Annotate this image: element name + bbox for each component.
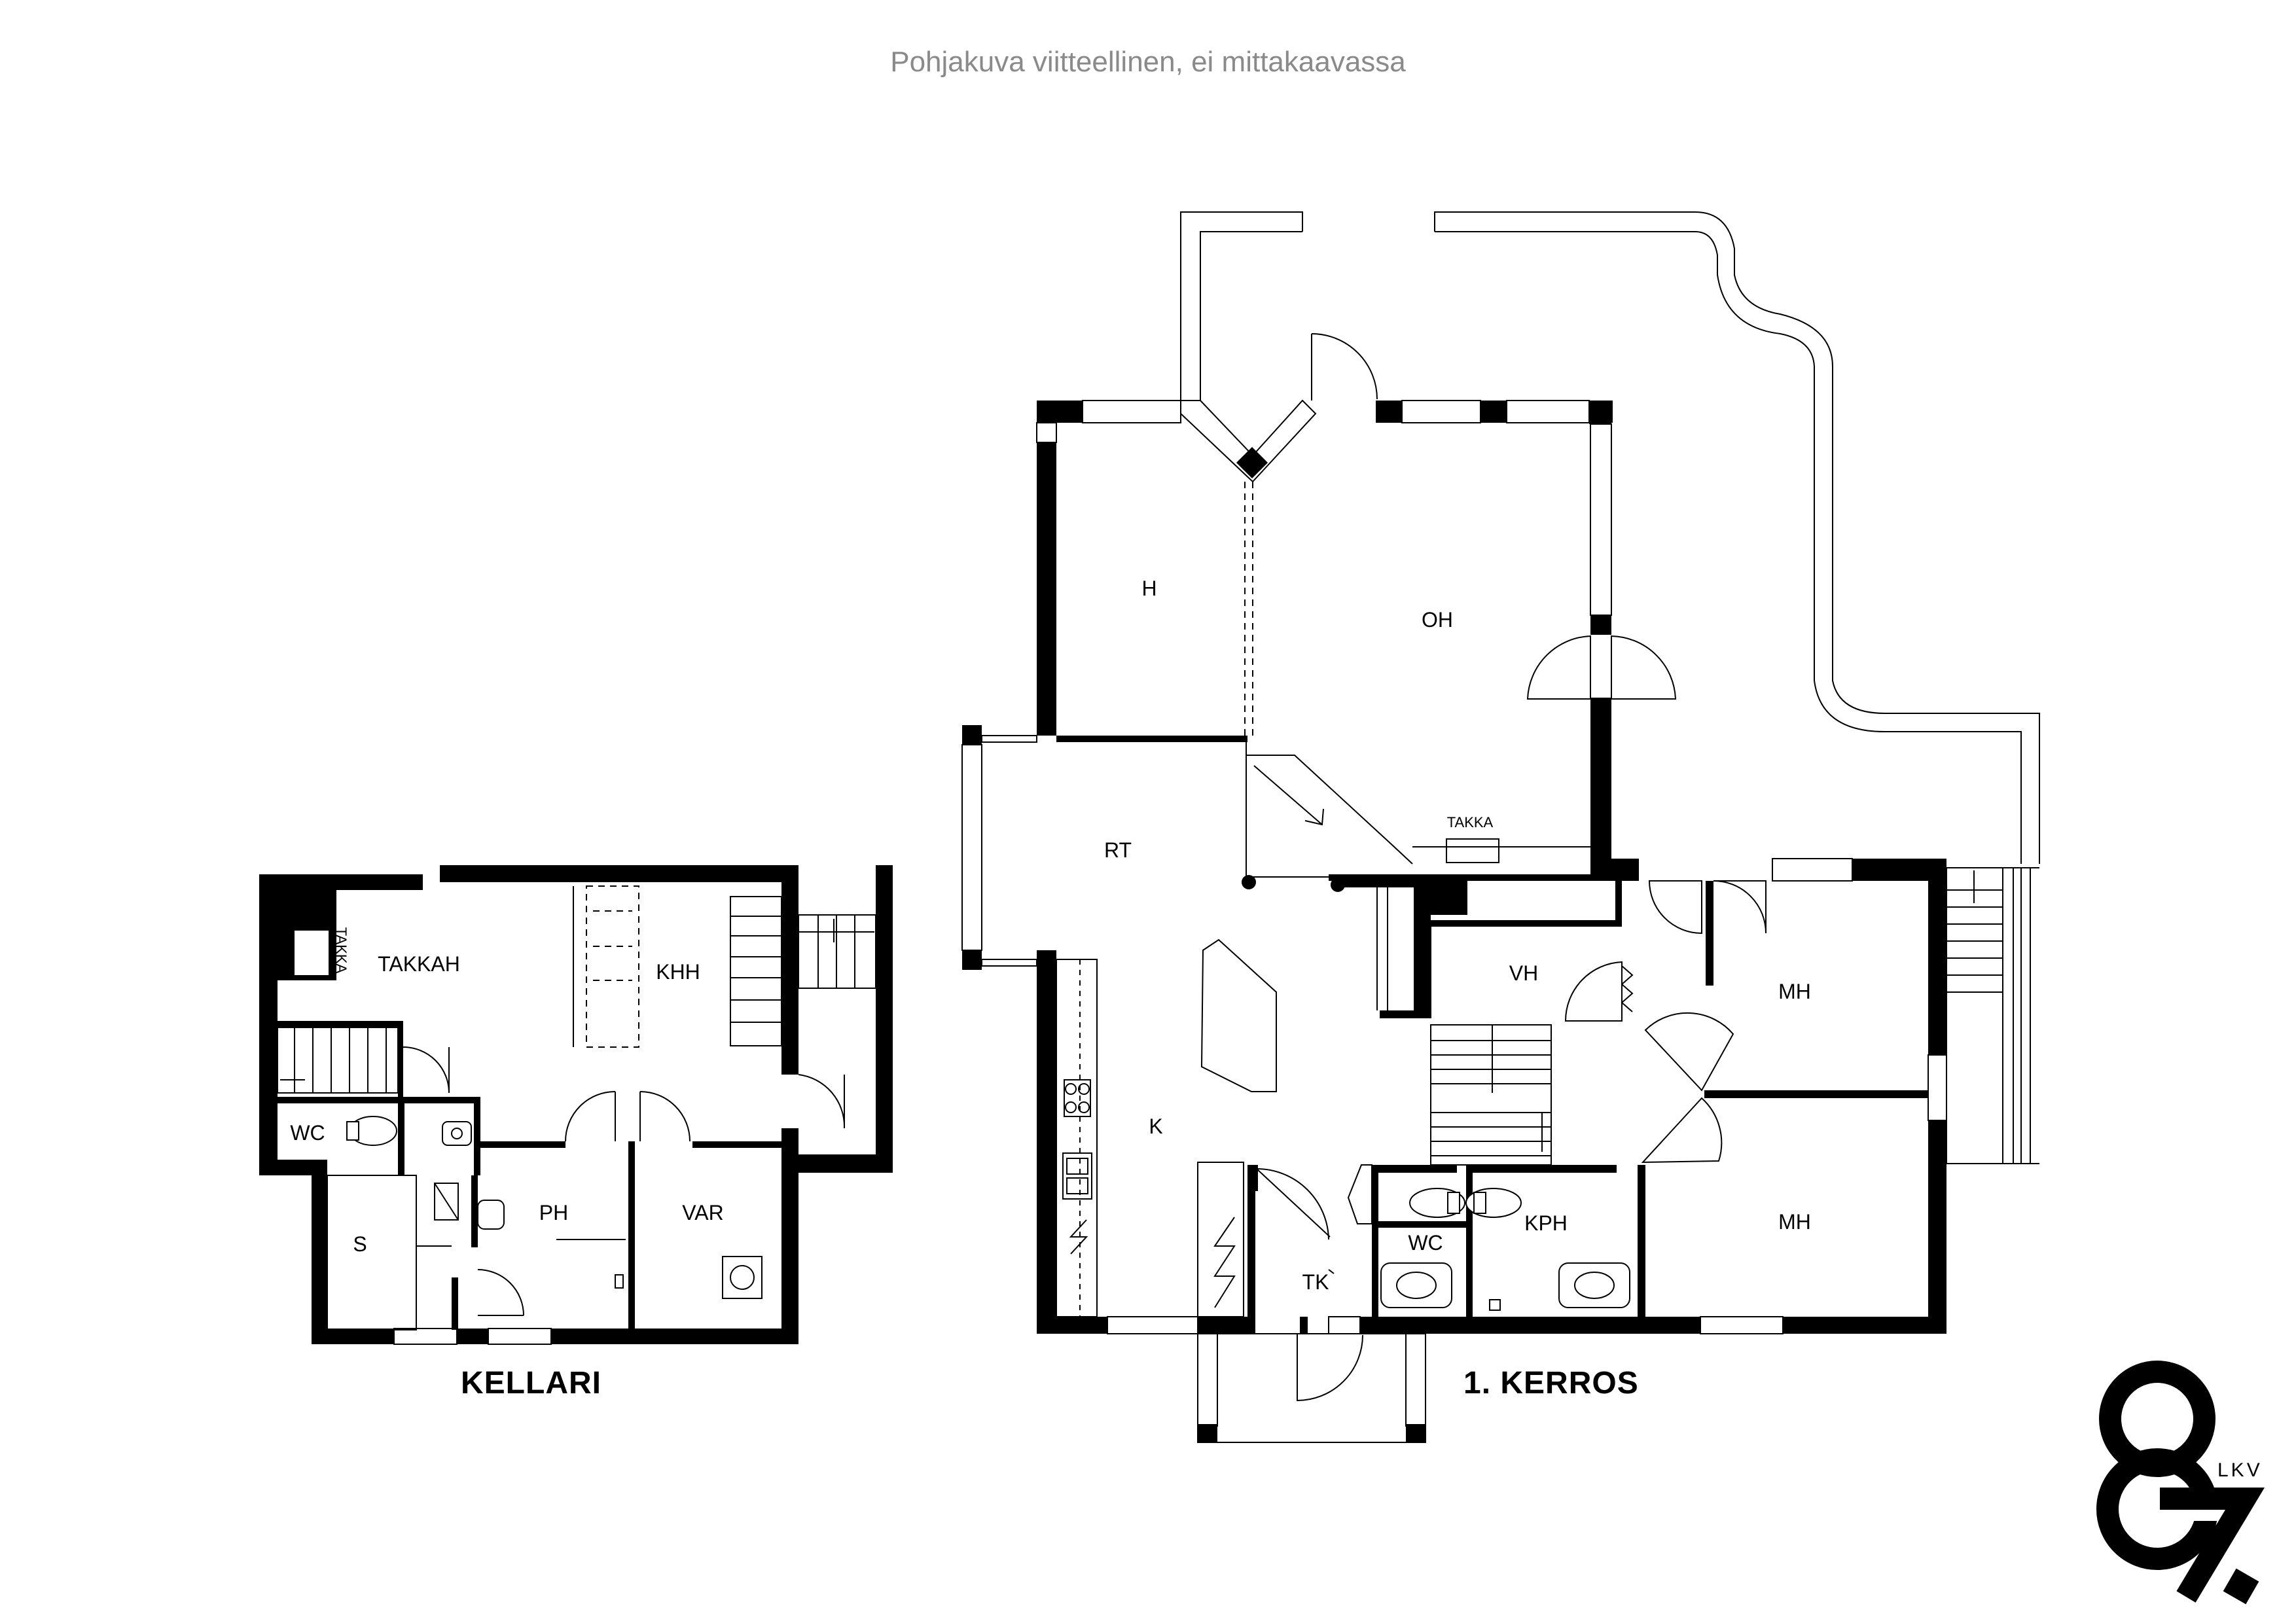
wall <box>312 1175 327 1344</box>
wall <box>1037 1317 1107 1334</box>
kitchen-island <box>1200 938 1277 1092</box>
room-label-takka-first: TAKKA <box>1447 814 1494 830</box>
wall <box>781 1154 893 1173</box>
wall <box>1590 698 1611 881</box>
first-floor-plan: H OH RT TAKKA K VH MH MH WC KPH TK <box>961 211 2040 1443</box>
wall <box>781 1154 798 1344</box>
wall <box>1783 1317 1946 1334</box>
wall <box>1255 1165 1258 1191</box>
room-label-takka: TAKKA <box>333 927 350 974</box>
room-label-oh: OH <box>1422 608 1453 632</box>
wall <box>474 1097 480 1175</box>
wall <box>1037 401 1083 423</box>
wall <box>1590 615 1611 635</box>
stairs <box>730 896 782 1046</box>
room-label-kph: KPH <box>1524 1211 1568 1235</box>
room-label-wc-first: WC <box>1408 1231 1443 1255</box>
window <box>488 1328 552 1345</box>
wall <box>1466 1165 1473 1317</box>
wall <box>1056 736 1247 742</box>
wall <box>440 865 797 882</box>
shower <box>327 1175 417 1330</box>
wall <box>259 874 423 890</box>
floor-title-basement: KELLARI <box>461 1366 601 1400</box>
wall <box>398 1097 404 1175</box>
wall <box>471 1175 478 1247</box>
room-label-k: K <box>1149 1115 1162 1138</box>
bay-window <box>1180 399 1317 483</box>
room-label-mh-2: MH <box>1778 1210 1811 1234</box>
floor-title-first: 1. KERROS <box>1463 1366 1639 1400</box>
wall <box>259 1160 327 1175</box>
wall <box>1372 1221 1467 1228</box>
pantry <box>1197 1162 1244 1317</box>
window <box>393 1328 457 1345</box>
logo: LKV <box>2096 1361 2265 1605</box>
room-label-mh-1: MH <box>1778 980 1811 1003</box>
wall <box>1380 1010 1431 1018</box>
kitchen-counter <box>1056 959 1098 1317</box>
room-label-s: S <box>353 1232 367 1256</box>
wall <box>1247 1165 1255 1317</box>
wall <box>1589 401 1611 424</box>
toilet-tank <box>346 1121 359 1141</box>
fireplace-takka <box>1446 838 1499 863</box>
wall <box>1372 1165 1457 1173</box>
room-label-rt: RT <box>1104 838 1132 862</box>
room-label-ph: PH <box>539 1201 568 1224</box>
wall <box>278 1021 399 1027</box>
room-label-khh: KHH <box>656 960 700 984</box>
wall <box>259 874 278 1175</box>
wall <box>1414 881 1431 1018</box>
wall <box>480 1141 565 1148</box>
wall <box>1431 920 1621 927</box>
disclaimer-text: Pohjakuva viitteellinen, ei mittakaavass… <box>890 46 1406 78</box>
wall <box>1037 401 1056 736</box>
wall <box>1480 401 1507 423</box>
exterior-stairs <box>1946 867 2022 1164</box>
room-label-wc: WC <box>290 1121 325 1145</box>
room-label-h: H <box>1141 577 1157 600</box>
wall <box>962 950 982 970</box>
stairs <box>1430 1024 1552 1166</box>
wall <box>1706 881 1713 986</box>
wall <box>452 1277 458 1330</box>
wall <box>1037 950 1056 1334</box>
room-label-tk: TK <box>1302 1270 1329 1294</box>
wall <box>1615 874 1622 927</box>
wall <box>692 1141 781 1148</box>
room-label-var: VAR <box>682 1201 723 1224</box>
room-label-vh: VH <box>1509 961 1538 985</box>
wall <box>1928 1120 1946 1334</box>
wall <box>628 1141 635 1344</box>
wall <box>781 865 798 1075</box>
terrace <box>1180 211 2040 864</box>
wall <box>1329 874 1611 881</box>
wall <box>1466 1165 1617 1173</box>
fireplace-opening <box>295 931 329 975</box>
logo-lkv-label: LKV <box>2217 1459 2263 1481</box>
wall <box>1198 1317 1250 1334</box>
wall <box>278 1097 480 1103</box>
wall <box>1638 1165 1645 1334</box>
basement-plan: TAKKAH TAKKA KHH WC PH VAR S <box>259 865 893 1345</box>
wall <box>312 1329 798 1344</box>
wall <box>1704 1090 1928 1098</box>
wall <box>1360 1317 1609 1334</box>
wall <box>1852 859 1946 881</box>
wall <box>962 725 982 745</box>
sink <box>477 1200 505 1230</box>
entry-porch <box>1197 1333 1426 1443</box>
wall <box>398 1021 403 1099</box>
wall <box>1928 859 1946 1055</box>
wall <box>1609 1317 1700 1334</box>
stairs <box>277 1027 399 1094</box>
room-label-takkah: TAKKAH <box>378 952 460 976</box>
wall <box>1372 1165 1378 1317</box>
wall <box>1376 401 1402 423</box>
wall <box>876 865 893 1173</box>
